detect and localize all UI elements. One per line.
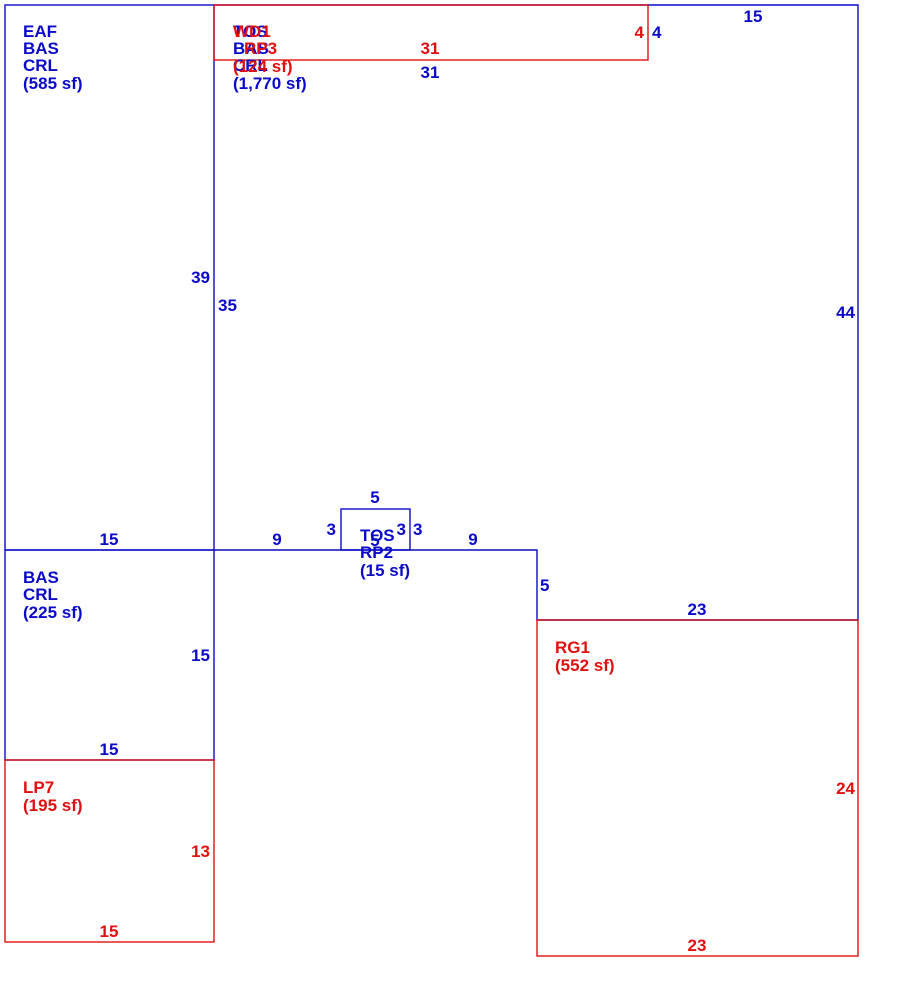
bas2-bas: BAS bbox=[23, 568, 59, 587]
eaf-room-label: EAF BAS CRL (585 sf) bbox=[23, 22, 83, 93]
main-area-outline bbox=[214, 4, 859, 621]
dim-rg1-right: 24 bbox=[836, 779, 855, 798]
lp7-area: (195 sf) bbox=[23, 796, 83, 815]
rp2-label: TOS RP2 (15 sf) bbox=[360, 526, 410, 580]
main-tos: TOS bbox=[233, 22, 268, 41]
eaf-crl: CRL bbox=[23, 56, 58, 75]
dim-main-right: 44 bbox=[836, 303, 855, 322]
dim-notch-right-inner: 3 bbox=[397, 520, 406, 539]
dim-main-top: 15 bbox=[744, 7, 763, 26]
dim-lp7-right: 13 bbox=[191, 842, 210, 861]
dim-notch-right: 3 bbox=[413, 520, 422, 539]
notch-outline bbox=[340, 508, 411, 551]
eaf-bas: BAS bbox=[23, 39, 59, 58]
bas-crl-room-label: BAS CRL (225 sf) bbox=[23, 568, 83, 622]
main-bas: BAS bbox=[233, 39, 269, 58]
dim-notch-bottom: 5 bbox=[370, 531, 379, 550]
main-crl: CRL bbox=[233, 56, 268, 75]
bas2-crl: CRL bbox=[23, 585, 58, 604]
wd1-label: WD1 RP3 (124 sf) bbox=[233, 22, 293, 76]
rp2-code: RP2 bbox=[360, 543, 393, 562]
rg1-outline bbox=[536, 619, 859, 957]
dim-main-bottom-left: 9 bbox=[272, 530, 281, 549]
wd1-rp3: RP3 bbox=[244, 39, 277, 58]
lp7-code: LP7 bbox=[23, 778, 54, 797]
eaf-code: EAF bbox=[23, 22, 57, 41]
dim-step-top: 23 bbox=[688, 600, 707, 619]
dim-notch-left: 3 bbox=[327, 520, 336, 539]
lp7-outline bbox=[4, 759, 215, 943]
rp2-area: (15 sf) bbox=[360, 561, 410, 580]
dim-wd1-right: 4 bbox=[635, 23, 645, 42]
rg1-label: RG1 (552 sf) bbox=[555, 638, 615, 675]
dim-step-right: 5 bbox=[540, 576, 549, 595]
dim-notch-top: 5 bbox=[370, 488, 379, 507]
rg1-area: (552 sf) bbox=[555, 656, 615, 675]
dim-eaf-bottom: 15 bbox=[100, 530, 119, 549]
rp2-tos: TOS bbox=[360, 526, 395, 545]
wd1-code: WD1 bbox=[233, 22, 271, 41]
lp7-label: LP7 (195 sf) bbox=[23, 778, 83, 815]
dim-main-left: 35 bbox=[218, 296, 237, 315]
main-area: (1,770 sf) bbox=[233, 74, 307, 93]
bas2-area: (225 sf) bbox=[23, 603, 83, 622]
main-area-label: TOS BAS CRL (1,770 sf) bbox=[233, 22, 307, 93]
dim-bas2-right: 15 bbox=[191, 646, 210, 665]
dim-main-inner-top: 31 bbox=[421, 63, 440, 82]
rg1-code: RG1 bbox=[555, 638, 590, 657]
dim-main-bottom-right: 9 bbox=[468, 530, 477, 549]
dim-lp7-bottom: 15 bbox=[100, 922, 119, 941]
dim-bas2-bottom: 15 bbox=[100, 740, 119, 759]
eaf-area: (585 sf) bbox=[23, 74, 83, 93]
wd1-rp3-outline bbox=[213, 4, 649, 61]
dim-main-right-small: 4 bbox=[652, 23, 662, 42]
dim-rg1-bottom: 23 bbox=[688, 936, 707, 955]
dim-eaf-right: 39 bbox=[191, 268, 210, 287]
dim-wd1-top: 31 bbox=[421, 39, 440, 58]
wd1-area: (124 sf) bbox=[233, 57, 293, 76]
